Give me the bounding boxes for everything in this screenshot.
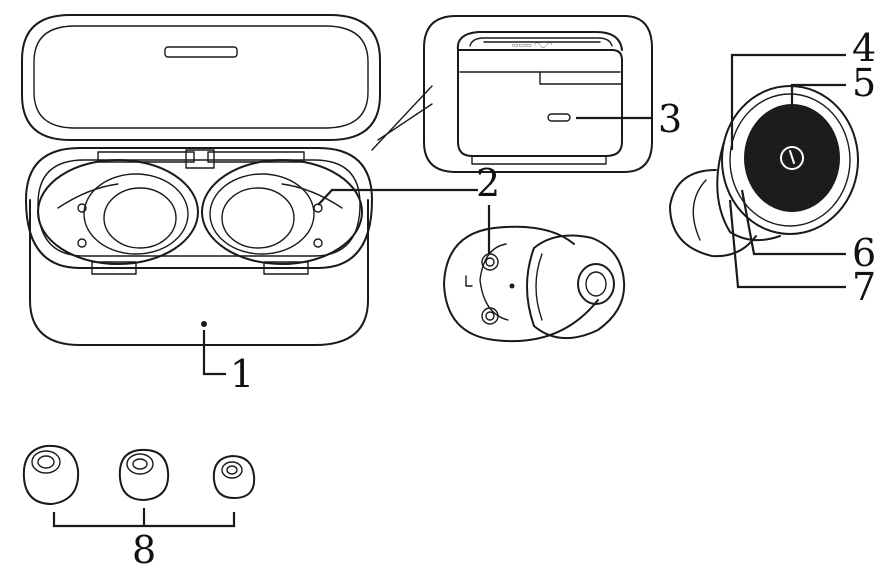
callout-4: 4 [852, 26, 876, 70]
ear-tip-small [212, 455, 256, 499]
callout-8: 8 [132, 528, 156, 572]
leader-5 [790, 83, 846, 108]
case-indicator-light [201, 321, 207, 327]
charging-contact-bottom [481, 307, 499, 325]
right-earbud-slot [201, 159, 363, 265]
callout-7: 7 [852, 265, 876, 309]
ear-tip-large [22, 444, 80, 505]
earbud-inner-view [443, 225, 626, 343]
power-icon [780, 146, 804, 170]
leader-4 [730, 53, 846, 150]
spare-ear-tips [22, 444, 256, 505]
usb-c-port [547, 113, 571, 122]
leader-7 [728, 199, 846, 289]
left-earbud-slot [37, 159, 199, 265]
callout-6: 6 [852, 231, 876, 275]
case-detail-inset: ▭▭▭ ◠◡◠ [423, 15, 653, 173]
callout-1: 1 [230, 352, 254, 396]
leader-1 [202, 330, 226, 376]
ear-tip-medium [118, 448, 170, 501]
callout-5: 5 [852, 61, 876, 105]
case-lid [21, 14, 381, 141]
charging-case [21, 14, 381, 346]
leader-6 [740, 189, 846, 256]
leader-2 [317, 188, 478, 206]
callout-2: 2 [476, 161, 500, 205]
leader-lines [52, 53, 846, 528]
earbud-outer-view [669, 85, 859, 258]
callout-numbers: 1 2 3 4 5 6 7 8 [132, 26, 876, 572]
callout-3: 3 [658, 97, 682, 141]
svg-text:▭▭▭ ◠◡◠: ▭▭▭ ◠◡◠ [512, 41, 552, 49]
